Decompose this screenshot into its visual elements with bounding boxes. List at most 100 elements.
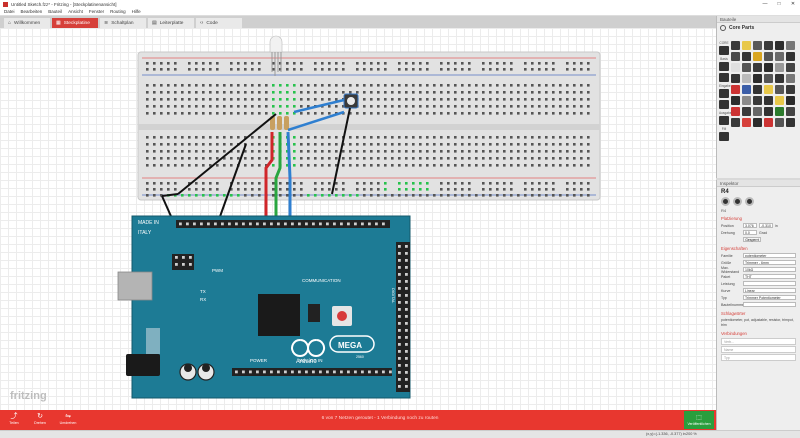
breadboard-hole[interactable] [209, 91, 212, 94]
breadboard-hole[interactable] [475, 91, 478, 94]
breadboard-hole[interactable] [496, 157, 499, 160]
breadboard[interactable] [137, 51, 601, 201]
part-item[interactable] [786, 41, 795, 50]
breadboard-hole[interactable] [510, 188, 513, 191]
breadboard-hole[interactable] [328, 182, 331, 185]
breadboard-hole[interactable] [517, 164, 520, 167]
breadboard-hole[interactable] [503, 105, 506, 108]
breadboard-hole[interactable] [174, 157, 177, 160]
header-pin[interactable] [221, 222, 224, 226]
breadboard-hole[interactable] [328, 105, 331, 108]
part-item[interactable] [731, 63, 740, 72]
breadboard-hole[interactable] [461, 91, 464, 94]
breadboard-hole[interactable] [461, 84, 464, 87]
breadboard-hole[interactable] [202, 112, 205, 115]
breadboard-hole[interactable] [286, 164, 289, 167]
resistors[interactable] [270, 116, 289, 130]
breadboard-hole[interactable] [251, 188, 254, 191]
header-pin[interactable] [319, 370, 322, 374]
breadboard-hole[interactable] [517, 194, 520, 197]
breadboard-hole[interactable] [566, 143, 569, 146]
breadboard-hole[interactable] [314, 194, 317, 197]
breadboard-hole[interactable] [489, 136, 492, 139]
breadboard-hole[interactable] [510, 91, 513, 94]
breadboard-hole[interactable] [531, 68, 534, 71]
breadboard-hole[interactable] [447, 150, 450, 153]
breadboard-hole[interactable] [405, 112, 408, 115]
breadboard-hole[interactable] [153, 150, 156, 153]
part-item[interactable] [731, 52, 740, 61]
header-pin[interactable] [228, 222, 231, 226]
breadboard-hole[interactable] [538, 157, 541, 160]
breadboard-hole[interactable] [426, 157, 429, 160]
breadboard-hole[interactable] [328, 150, 331, 153]
arduino-mega-board[interactable]: MADE IN ITALY Arduino MEGA 2560 COMMUNIC… [117, 215, 411, 399]
breadboard-hole[interactable] [321, 150, 324, 153]
breadboard-hole[interactable] [503, 68, 506, 71]
breadboard-hole[interactable] [531, 84, 534, 87]
breadboard-hole[interactable] [146, 182, 149, 185]
breadboard-hole[interactable] [293, 182, 296, 185]
breadboard-hole[interactable] [328, 136, 331, 139]
breadboard-hole[interactable] [377, 62, 380, 65]
breadboard-hole[interactable] [286, 105, 289, 108]
breadboard-hole[interactable] [559, 164, 562, 167]
breadboard-hole[interactable] [391, 194, 394, 197]
breadboard-hole[interactable] [188, 136, 191, 139]
breadboard-hole[interactable] [153, 164, 156, 167]
breadboard-hole[interactable] [335, 98, 338, 101]
breadboard-hole[interactable] [587, 105, 590, 108]
breadboard-hole[interactable] [258, 68, 261, 71]
breadboard-hole[interactable] [566, 105, 569, 108]
breadboard-hole[interactable] [377, 91, 380, 94]
breadboard-hole[interactable] [209, 164, 212, 167]
part-item[interactable] [764, 52, 773, 61]
breadboard-hole[interactable] [181, 98, 184, 101]
breadboard-hole[interactable] [440, 136, 443, 139]
breadboard-hole[interactable] [146, 136, 149, 139]
breadboard-hole[interactable] [307, 112, 310, 115]
breadboard-hole[interactable] [195, 157, 198, 160]
breadboard-hole[interactable] [174, 136, 177, 139]
breadboard-hole[interactable] [482, 150, 485, 153]
breadboard-hole[interactable] [587, 84, 590, 87]
breadboard-hole[interactable] [496, 84, 499, 87]
breadboard-hole[interactable] [405, 105, 408, 108]
breadboard-hole[interactable] [419, 68, 422, 71]
breadboard-hole[interactable] [202, 164, 205, 167]
breadboard-hole[interactable] [419, 164, 422, 167]
breadboard-hole[interactable] [426, 194, 429, 197]
breadboard-hole[interactable] [167, 68, 170, 71]
breadboard-hole[interactable] [328, 98, 331, 101]
breadboard-hole[interactable] [307, 194, 310, 197]
breadboard-hole[interactable] [286, 188, 289, 191]
breadboard-hole[interactable] [216, 157, 219, 160]
breadboard-hole[interactable] [237, 112, 240, 115]
share-tool-button[interactable]: ⤴Teilen [4, 412, 24, 428]
breadboard-hole[interactable] [552, 68, 555, 71]
breadboard-hole[interactable] [454, 68, 457, 71]
breadboard-hole[interactable] [279, 68, 282, 71]
breadboard-hole[interactable] [356, 91, 359, 94]
breadboard-hole[interactable] [405, 62, 408, 65]
breadboard-hole[interactable] [202, 105, 205, 108]
breadboard-hole[interactable] [223, 164, 226, 167]
breadboard-hole[interactable] [454, 164, 457, 167]
breadboard-hole[interactable] [307, 136, 310, 139]
breadboard-hole[interactable] [447, 68, 450, 71]
part-item[interactable] [731, 85, 740, 94]
breadboard-hole[interactable] [286, 68, 289, 71]
breadboard-hole[interactable] [433, 98, 436, 101]
breadboard-hole[interactable] [545, 136, 548, 139]
breadboard-hole[interactable] [300, 143, 303, 146]
breadboard-hole[interactable] [370, 91, 373, 94]
breadboard-hole[interactable] [580, 157, 583, 160]
header-pin[interactable] [398, 357, 401, 360]
breadboard-hole[interactable] [160, 91, 163, 94]
breadboard-hole[interactable] [419, 188, 422, 191]
part-item[interactable] [786, 63, 795, 72]
breadboard-hole[interactable] [314, 91, 317, 94]
breadboard-hole[interactable] [160, 98, 163, 101]
header-pin[interactable] [398, 371, 401, 374]
breadboard-hole[interactable] [160, 105, 163, 108]
